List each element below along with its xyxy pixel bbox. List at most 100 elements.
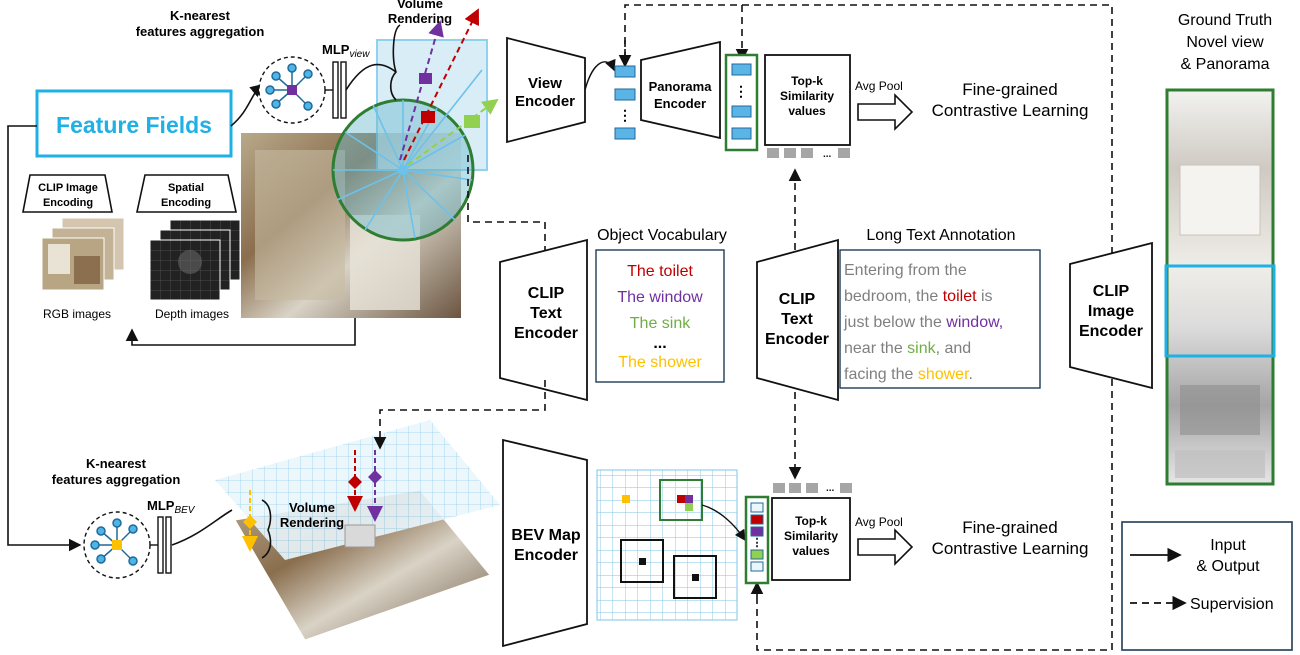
view-encoder-label-1: View xyxy=(528,75,562,92)
sample-purple xyxy=(419,73,432,84)
bev-robot xyxy=(344,524,376,548)
vocab-item-window: The window xyxy=(617,289,703,306)
room-render-top-bed xyxy=(350,215,420,310)
svg-text:...: ... xyxy=(823,149,832,160)
ray-red xyxy=(403,8,479,161)
view-encoder-label-2: Encoder xyxy=(515,93,575,110)
rgb-images-label: RGB images xyxy=(43,307,111,321)
bev-feature-cells: ⋮ xyxy=(750,502,764,572)
gt-door-1 xyxy=(1179,164,1261,236)
mlp-top-label: MLPview xyxy=(322,42,370,60)
panorama-encoder-label-2: Encoder xyxy=(654,96,706,111)
mlp-bottom-to-render xyxy=(171,509,233,546)
object-vocab-box xyxy=(595,249,725,383)
ff-to-knn-line xyxy=(230,83,264,127)
bev-encoder-label-2: Encoder xyxy=(514,547,578,564)
volume-top-label-1: Volume xyxy=(397,0,443,11)
bev-cell-yellow xyxy=(622,495,630,503)
knn-bottom-graph-icon xyxy=(90,518,138,566)
gt-label-1: Ground Truth xyxy=(1178,12,1272,29)
bev-sample-purple xyxy=(368,470,382,484)
bev-highlight-box xyxy=(659,479,703,521)
clip-text-2-label-1: CLIP xyxy=(779,291,816,308)
sample-red xyxy=(421,111,435,123)
depth-images-label: Depth images xyxy=(155,307,229,321)
clip-image-encoder-label-3: Encoder xyxy=(1079,323,1143,340)
mlp-bottom-label: MLPBEV xyxy=(147,498,196,516)
feature-fields-label: Feature Fields xyxy=(56,112,212,138)
bev-encoder-trap xyxy=(502,438,588,648)
knn-bottom-label-1: K-nearest xyxy=(86,456,147,471)
mlp-bottom-bar-2 xyxy=(165,516,172,574)
knn-bottom-label-2: features aggregation xyxy=(52,472,181,487)
vocab-item-toilet: The toilet xyxy=(627,263,693,280)
svg-text:⋮: ⋮ xyxy=(752,537,763,549)
topk-bottom-label-3: values xyxy=(792,544,830,558)
long-text-line-3: just below the window, xyxy=(843,314,1003,331)
long-text-body: Entering from the bedroom, the toilet is… xyxy=(843,262,1003,383)
depth-image-stack xyxy=(149,219,241,301)
bev-cell-red xyxy=(677,495,685,503)
clip-image-encoder-label-2: Image xyxy=(1088,303,1134,320)
clip-text-1-label-2: Text xyxy=(530,305,562,322)
clip-text-encoder-2-trap xyxy=(756,238,839,402)
topk-bottom-gray-cells: ... xyxy=(773,483,852,494)
bev-sample-red xyxy=(348,475,362,489)
bev-box-1 xyxy=(620,539,664,583)
topk-top-label-3: values xyxy=(788,104,826,118)
legend-input-label-1: Input xyxy=(1210,537,1246,554)
svg-text:...: ... xyxy=(826,483,835,494)
render-to-text-dashed xyxy=(467,155,546,260)
panorama-encoder-trap xyxy=(640,40,721,140)
volume-brace-bottom xyxy=(261,499,272,559)
clip-image-encoder-label-1: CLIP xyxy=(1093,283,1130,300)
render-rays xyxy=(333,69,483,239)
topk-box-top xyxy=(764,54,851,146)
bev-cell-purple xyxy=(685,495,693,503)
mlp-to-render-line xyxy=(345,63,397,91)
volume-top-label-2: Rendering xyxy=(388,11,452,26)
view-encoder-trap xyxy=(506,36,586,144)
legend-box xyxy=(1121,521,1293,651)
topk-top-label-2: Similarity xyxy=(780,89,834,103)
gt-label-2: Novel view xyxy=(1186,34,1264,51)
view-enc-to-cells xyxy=(584,58,616,91)
vocab-item-sink: The sink xyxy=(630,315,691,332)
rgb-image-stack xyxy=(41,217,125,291)
hollow-arrow-top xyxy=(857,93,914,131)
svg-text:⋮: ⋮ xyxy=(618,107,632,123)
text-to-bev-dashed xyxy=(373,380,546,450)
feature-fields-box xyxy=(35,89,233,158)
bev-box-1-center xyxy=(639,558,646,565)
ray-green xyxy=(407,98,499,166)
vocab-item-ellipsis: ... xyxy=(653,335,666,352)
knn-top-label-2: features aggregation xyxy=(136,24,265,39)
clip-text-2-label-2: Text xyxy=(781,311,813,328)
panorama-feature-cells: ⋮ xyxy=(731,63,752,140)
clip-text-encoder-1-trap xyxy=(499,238,588,402)
fgcl-top-label-2: Contrastive Learning xyxy=(932,101,1089,120)
volume-bottom-label-2: Rendering xyxy=(280,515,344,530)
bev-encoder-label-1: BEV Map xyxy=(511,527,581,544)
mlp-top-bar-2 xyxy=(340,61,347,119)
knn-top-label-1: K-nearest xyxy=(170,8,231,23)
avg-pool-top: Avg Pool xyxy=(855,79,903,93)
legend-supervision-label: Supervision xyxy=(1190,596,1274,613)
supervision-dashed-top xyxy=(624,4,1113,651)
long-text-box xyxy=(839,249,1041,389)
hollow-arrow-bottom xyxy=(857,528,914,566)
clip-image-encoder-trap xyxy=(1069,241,1153,390)
clip-image-encoding-label-2: Encoding xyxy=(43,197,93,209)
room-render-top-floor xyxy=(255,150,345,300)
view-feature-cells: ⋮ xyxy=(614,65,636,140)
spatial-encoding-label-1: Spatial xyxy=(168,182,204,194)
clip-text-1-label-3: Encoder xyxy=(514,325,578,342)
vocab-item-shower: The shower xyxy=(618,354,702,371)
topk-top-gray-cells: ... xyxy=(767,148,850,160)
long-text-title: Long Text Annotation xyxy=(866,227,1015,244)
gt-floor xyxy=(1175,450,1265,478)
long-text-line-2: bedroom, the toilet is xyxy=(844,288,993,305)
bev-sample-yellow xyxy=(243,515,257,529)
spatial-encoding-label-2: Encoding xyxy=(161,197,211,209)
long-text-line-5: facing the shower. xyxy=(844,366,973,383)
